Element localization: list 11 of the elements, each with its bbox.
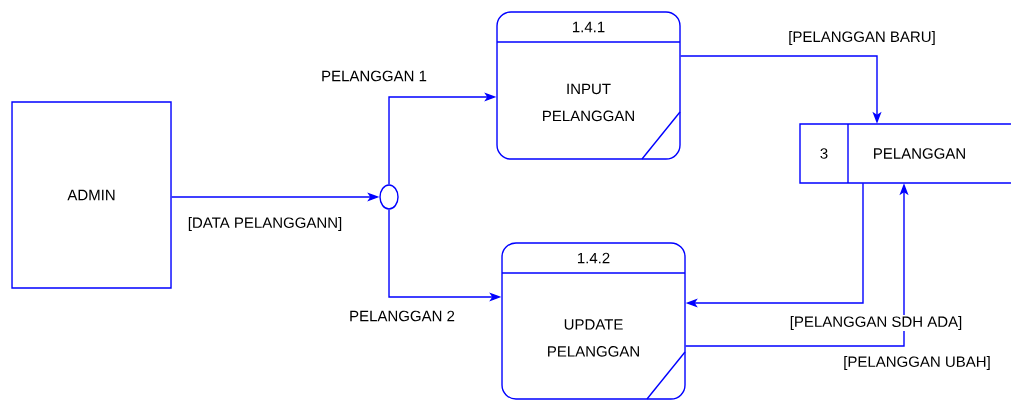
edge-label: [PELANGGAN UBAH] [842, 355, 992, 371]
junction-circle [379, 184, 399, 210]
edge-label: [PELANGGAN BARU] [787, 30, 937, 46]
edge-label: PELANGGAN 1 [320, 69, 428, 83]
process-box: 1.4.2 UPDATE PELANGGAN [501, 242, 686, 400]
edge-label: [DATA PELANGGANN] [186, 216, 344, 232]
edge-label: PELANGGAN 2 [348, 309, 456, 323]
edge-label: [PELANGGAN SDH ADA] [788, 315, 964, 331]
data-store: 3 PELANGGAN [799, 123, 1011, 184]
entity-box: ADMIN [11, 101, 172, 289]
process-box: 1.4.1 INPUT PELANGGAN [496, 11, 681, 160]
